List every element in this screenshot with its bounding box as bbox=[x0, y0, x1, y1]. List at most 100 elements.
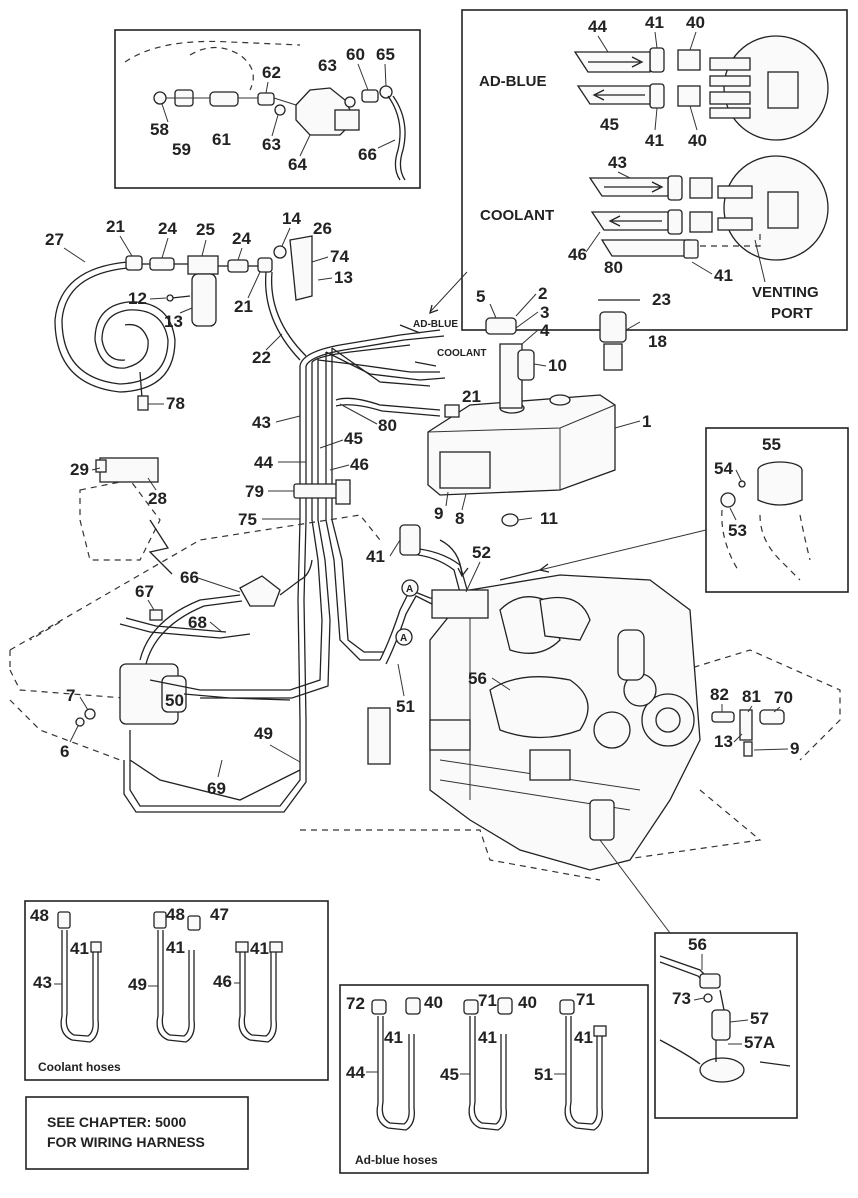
fitting-41 bbox=[399, 524, 421, 556]
frame-rail bbox=[9, 514, 381, 651]
fitting-70 bbox=[759, 709, 785, 725]
manifold-56 bbox=[489, 676, 589, 739]
fitting-62 bbox=[257, 92, 275, 106]
adblue-hoses-box: 72 40 41 44 71 40 41 45 71 41 51 Ad-blue… bbox=[339, 984, 649, 1174]
callout-70: 70 bbox=[774, 688, 793, 707]
fitting-14 bbox=[273, 245, 287, 259]
drain-11 bbox=[501, 513, 519, 527]
fitting-65 bbox=[379, 85, 393, 99]
callout-8: 8 bbox=[455, 509, 464, 528]
callout-81: 81 bbox=[742, 687, 761, 706]
clamp-21b bbox=[257, 257, 273, 273]
callout-44: 44 bbox=[254, 453, 273, 472]
callout-45: 45 bbox=[440, 1065, 459, 1084]
fitting-7 bbox=[84, 708, 96, 720]
label-coolant-pipe: COOLANT bbox=[437, 348, 486, 359]
callout-21: 21 bbox=[462, 387, 481, 406]
fitting-58 bbox=[153, 91, 167, 105]
callout-63: 63 bbox=[262, 135, 281, 154]
callout-44: 44 bbox=[346, 1063, 365, 1082]
outline-dashed bbox=[124, 40, 301, 63]
callout-46: 46 bbox=[350, 455, 369, 474]
marker-a: A bbox=[400, 633, 407, 644]
callout-78: 78 bbox=[166, 394, 185, 413]
callout-13: 13 bbox=[164, 312, 183, 331]
callout-56: 56 bbox=[468, 669, 487, 688]
fitting-78 bbox=[137, 395, 149, 411]
callout-44: 44 bbox=[588, 17, 607, 36]
adblue-hoses-frame bbox=[339, 984, 649, 1174]
callout-41: 41 bbox=[645, 131, 664, 150]
coolant-hoses-frame bbox=[24, 900, 329, 1081]
tee-81 bbox=[739, 709, 753, 741]
callout-13: 13 bbox=[334, 268, 353, 287]
callout-71: 71 bbox=[576, 990, 595, 1009]
washer-63b bbox=[344, 96, 356, 108]
caption-adblue-hoses: Ad-blue hoses bbox=[355, 1153, 438, 1167]
callout-56: 56 bbox=[688, 935, 707, 954]
callout-59: 59 bbox=[172, 140, 191, 159]
left-components: 29 28 66 67 68 50 7 6 49 69 bbox=[60, 457, 313, 801]
callout-64: 64 bbox=[288, 155, 307, 174]
bolt-6 bbox=[75, 717, 85, 727]
callout-41: 41 bbox=[166, 938, 185, 957]
cap-18 bbox=[599, 311, 627, 343]
base-57a bbox=[699, 1057, 745, 1083]
note-frame bbox=[25, 1096, 249, 1170]
callout-40: 40 bbox=[518, 993, 537, 1012]
callout-40: 40 bbox=[686, 13, 705, 32]
fitting-60 bbox=[361, 89, 379, 103]
callout-41: 41 bbox=[714, 266, 733, 285]
callout-80: 80 bbox=[604, 258, 623, 277]
tank-assembly: 2 3 4 5 10 23 18 1 21 9 8 11 bbox=[427, 284, 671, 528]
callout-51: 51 bbox=[396, 697, 415, 716]
callout-41: 41 bbox=[645, 13, 664, 32]
callout-43: 43 bbox=[252, 413, 271, 432]
label-coolant: COOLANT bbox=[480, 207, 554, 224]
hose-27 bbox=[54, 261, 176, 393]
callout-6: 6 bbox=[60, 742, 69, 761]
callout-41: 41 bbox=[478, 1028, 497, 1047]
callout-80: 80 bbox=[378, 416, 397, 435]
callout-53: 53 bbox=[728, 521, 747, 540]
callout-57a: 57A bbox=[744, 1033, 775, 1052]
callout-52: 52 bbox=[472, 543, 491, 562]
caption-coolant-hoses: Coolant hoses bbox=[38, 1060, 121, 1074]
callout-2: 2 bbox=[538, 284, 547, 303]
marker-a: A bbox=[406, 584, 413, 595]
outline-dashed bbox=[189, 46, 254, 91]
cap-5 bbox=[485, 317, 517, 335]
callout-12: 12 bbox=[128, 289, 147, 308]
callout-21: 21 bbox=[106, 217, 125, 236]
callout-5: 5 bbox=[476, 287, 485, 306]
bracket-26 bbox=[289, 235, 313, 301]
inset-sensor: 56 73 57 57A bbox=[599, 839, 798, 1119]
filter-13 bbox=[191, 273, 217, 327]
callout-1: 1 bbox=[642, 412, 651, 431]
callout-49: 49 bbox=[254, 724, 273, 743]
callout-45: 45 bbox=[600, 115, 619, 134]
callout-40: 40 bbox=[688, 131, 707, 150]
fitting-61 bbox=[209, 91, 239, 107]
callout-41: 41 bbox=[384, 1028, 403, 1047]
callout-79: 79 bbox=[245, 482, 264, 501]
inset-frame bbox=[705, 427, 849, 593]
label-venting-port: VENTING bbox=[752, 284, 819, 301]
fitting-82 bbox=[711, 711, 735, 723]
callout-28: 28 bbox=[148, 489, 167, 508]
callout-45: 45 bbox=[344, 429, 363, 448]
valve-66 bbox=[239, 575, 281, 607]
callout-73: 73 bbox=[672, 989, 691, 1008]
hose-22 bbox=[264, 271, 301, 361]
engine-area: A A 41 52 56 51 82 81 70 13 9 bbox=[9, 514, 841, 881]
callout-23: 23 bbox=[652, 290, 671, 309]
callout-61: 61 bbox=[212, 130, 231, 149]
label-ad-blue-pipe: AD-BLUE bbox=[413, 319, 458, 330]
clamp-21c bbox=[444, 404, 460, 418]
callout-66: 66 bbox=[180, 568, 199, 587]
callout-48: 48 bbox=[30, 906, 49, 925]
callout-22: 22 bbox=[252, 348, 271, 367]
inset-intake: 55 54 53 bbox=[538, 427, 849, 593]
callout-24: 24 bbox=[158, 219, 177, 238]
